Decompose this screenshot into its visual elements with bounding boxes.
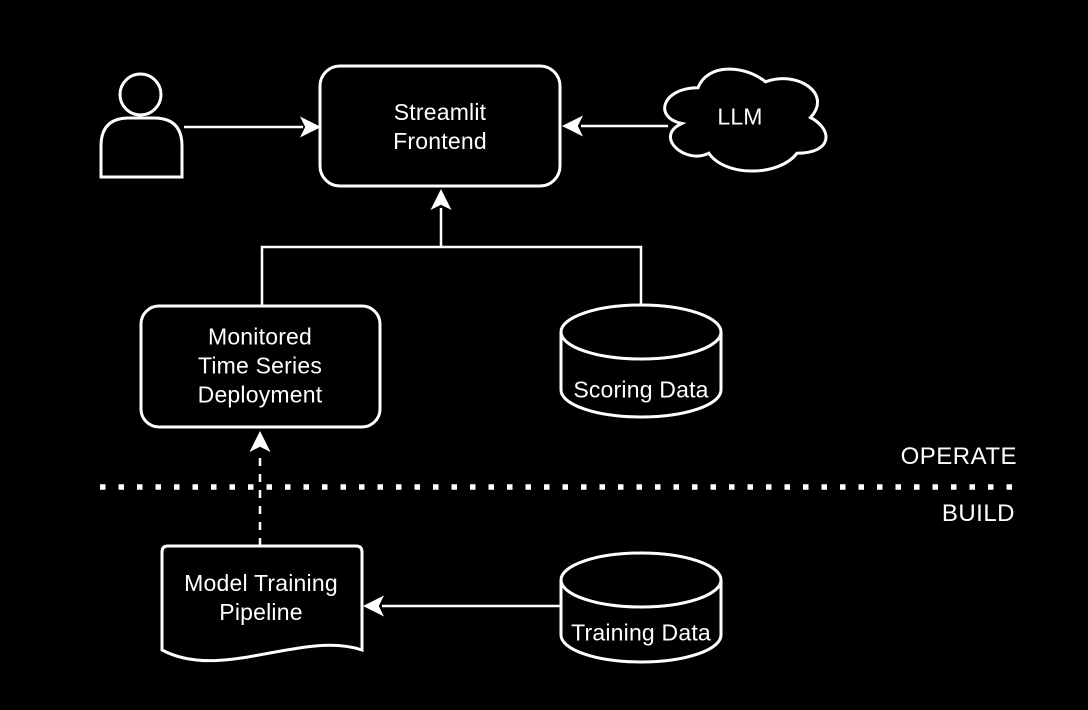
scoring-data-cylinder-top (559, 303, 723, 361)
llm-cloud-node (663, 67, 828, 173)
build-zone-label: BUILD (941, 500, 1015, 527)
operate-zone-label: OPERATE (900, 443, 1017, 470)
person-body (99, 116, 184, 179)
monitored-deployment-node (139, 304, 382, 429)
arrowhead-llm-to-frontend (562, 115, 583, 137)
llm-label: LLM (717, 103, 763, 130)
model-training-pipeline-label: Model Training Pipeline (184, 570, 338, 625)
arrowhead-connector-to-frontend (430, 189, 452, 210)
person-head (118, 72, 163, 117)
scoring-data-label: Scoring Data (573, 376, 709, 403)
training-data-label: Training Data (571, 619, 711, 646)
arrowhead-pipeline-to-monitored (249, 431, 271, 452)
model-training-pipeline-node (160, 544, 364, 663)
edge-connector-branch (260, 245, 643, 307)
arrowhead-training-to-pipeline (363, 595, 384, 617)
arrowhead-user-to-frontend (300, 116, 321, 138)
training-data-node (559, 551, 723, 664)
person-icon (99, 72, 184, 179)
scoring-data-node (559, 303, 723, 419)
monitored-deployment-label: Monitored Time Series Deployment (197, 323, 323, 408)
training-data-cylinder-top (559, 551, 723, 609)
streamlit-frontend-label: Streamlit Frontend (393, 99, 487, 154)
streamlit-frontend-node (318, 64, 562, 188)
